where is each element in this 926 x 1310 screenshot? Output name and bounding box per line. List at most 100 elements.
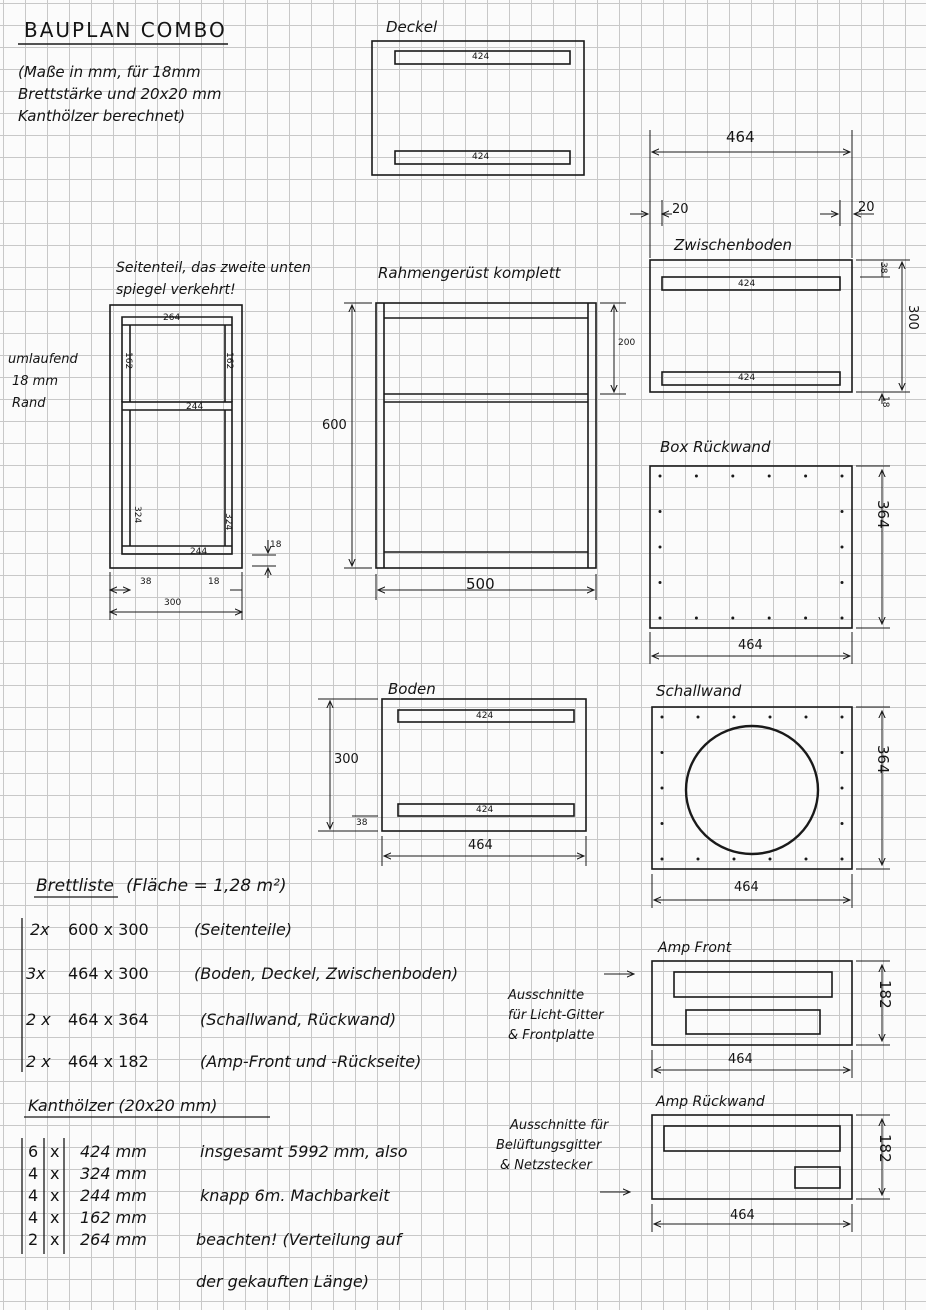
header-note-line-2: Brettstärke und 20x20 mm bbox=[18, 85, 222, 103]
screw-hole bbox=[804, 715, 808, 719]
kanthoelzer-qty-4: 4 bbox=[28, 1208, 39, 1227]
zwischenboden-width-dim: 464 bbox=[726, 128, 755, 146]
brettliste-desc-4: (Amp-Front und -Rückseite) bbox=[200, 1052, 422, 1071]
screw-hole bbox=[694, 474, 698, 478]
rahmen-frame bbox=[375, 302, 597, 569]
kanthoelzer-note-4: der gekauften Länge) bbox=[196, 1272, 369, 1291]
screw-hole bbox=[731, 474, 735, 478]
kanthoelzer-note-3: beachten! (Verteilung auf bbox=[196, 1230, 402, 1249]
kanthoelzer-title: Kanthölzer (20x20 mm) bbox=[28, 1096, 218, 1115]
rahmen-height-dim: 600 bbox=[322, 418, 347, 433]
zwischenboden-dim-18: 18 bbox=[880, 396, 890, 408]
box-rueckwand-label: Box Rückwand bbox=[660, 438, 771, 456]
seitenteil-mid-dim: 244 bbox=[186, 402, 204, 412]
screw-hole bbox=[840, 822, 844, 825]
screw-hole bbox=[660, 751, 664, 754]
zwischenboden-height-dim: 300 bbox=[905, 305, 920, 330]
screw-hole bbox=[840, 581, 844, 584]
seitenteil-note-3: Rand bbox=[12, 396, 46, 411]
deckel-label: Deckel bbox=[386, 18, 438, 36]
screw-hole bbox=[658, 581, 662, 584]
screw-hole bbox=[840, 786, 844, 790]
schallwand-screw-holes bbox=[660, 715, 844, 861]
amp-rueckwand-note-3: & Netzstecker bbox=[500, 1158, 592, 1173]
seitenteil-panel bbox=[109, 304, 243, 569]
screw-hole bbox=[658, 545, 662, 549]
amp-rueckwand-panel bbox=[651, 1114, 853, 1200]
boden-label: Boden bbox=[388, 680, 436, 698]
brettliste-qty-4: 2 x bbox=[26, 1052, 51, 1071]
seitenteil-dimensions bbox=[110, 540, 276, 620]
amp-rueckwand-width-dim: 464 bbox=[730, 1208, 755, 1223]
brettliste-dims-2: 464 x 300 bbox=[68, 964, 149, 983]
screw-hole bbox=[804, 616, 808, 620]
boden-width-dim: 464 bbox=[468, 838, 493, 853]
rahmen-width-dim: 500 bbox=[466, 575, 495, 593]
amp-front-note-3: & Frontplatte bbox=[508, 1028, 595, 1043]
screw-hole bbox=[658, 510, 662, 513]
brettliste-desc-2: (Boden, Deckel, Zwischenboden) bbox=[194, 964, 459, 983]
zwischenboden-rail-bottom-dim: 424 bbox=[738, 373, 756, 383]
screw-hole bbox=[732, 857, 736, 861]
seitenteil-low-left-dim: 324 bbox=[132, 506, 142, 524]
screw-hole bbox=[840, 474, 844, 478]
amp-front-height-dim: 182 bbox=[876, 980, 894, 1009]
kanthoelzer-x-3: x bbox=[50, 1186, 60, 1205]
screw-hole bbox=[732, 715, 736, 719]
zwischenboden-rail-top-dim: 424 bbox=[738, 279, 756, 289]
brettliste-desc-1: (Seitenteile) bbox=[194, 920, 293, 939]
box-rueckwand-dimensions bbox=[649, 465, 890, 664]
schallwand-panel bbox=[651, 706, 853, 870]
seitenteil-label-2: spiegel verkehrt! bbox=[116, 282, 236, 298]
screw-hole bbox=[804, 857, 808, 861]
screw-hole bbox=[660, 822, 664, 825]
brettliste-area: (Fläche = 1,28 m²) bbox=[126, 876, 287, 896]
rahmen-dimensions bbox=[344, 302, 626, 600]
amp-rueckwand-note-2: Belüftungsgitter bbox=[496, 1138, 602, 1153]
speaker-cutout bbox=[684, 724, 820, 856]
kanthoelzer-qty-3: 4 bbox=[28, 1186, 39, 1205]
brettliste-qty-1: 2x bbox=[30, 920, 50, 939]
kanthoelzer-len-5: 264 mm bbox=[80, 1230, 147, 1249]
deckel-rail-bottom-dim: 424 bbox=[472, 152, 490, 162]
seitenteil-dim-38: 38 bbox=[140, 577, 152, 587]
seitenteil-right-dim: 162 bbox=[224, 352, 234, 370]
amp-front-label: Amp Front bbox=[658, 940, 732, 956]
seitenteil-width-dim: 300 bbox=[164, 598, 182, 608]
seitenteil-bottom-dim: 244 bbox=[190, 547, 208, 557]
box-rueckwand-screw-holes bbox=[658, 474, 844, 620]
seitenteil-top-dim: 264 bbox=[163, 313, 181, 323]
kanthoelzer-note-1: insgesamt 5992 mm, also bbox=[200, 1142, 408, 1161]
seitenteil-note-2: 18 mm bbox=[12, 374, 59, 389]
screw-hole bbox=[840, 510, 844, 513]
zwischenboden-panel bbox=[649, 259, 853, 393]
amp-front-width-dim: 464 bbox=[728, 1052, 753, 1067]
zwischenboden-side-right-dim: 20 bbox=[858, 200, 875, 215]
kanthoelzer-x-4: x bbox=[50, 1208, 60, 1227]
brettliste-qty-2: 3x bbox=[26, 964, 46, 983]
deckel-rail-top-dim: 424 bbox=[472, 52, 490, 62]
zwischenboden-dimensions bbox=[630, 130, 910, 404]
brettliste-desc-3: (Schallwand, Rückwand) bbox=[200, 1010, 397, 1029]
amp-front-dimensions bbox=[604, 960, 890, 1078]
rahmen-upper-dim: 200 bbox=[618, 338, 636, 348]
amp-rueckwand-note-1: Ausschnitte für bbox=[510, 1118, 609, 1133]
box-rueckwand-height-dim: 364 bbox=[874, 500, 892, 529]
schallwand-height-dim: 364 bbox=[874, 745, 892, 774]
screw-hole bbox=[840, 616, 844, 620]
kanthoelzer-len-4: 162 mm bbox=[80, 1208, 147, 1227]
amp-front-note-1: Ausschnitte bbox=[508, 988, 585, 1003]
brettliste-dims-1: 600 x 300 bbox=[68, 920, 149, 939]
amp-front-panel bbox=[651, 960, 853, 1046]
screw-hole bbox=[696, 857, 700, 861]
boden-height-dim: 300 bbox=[334, 752, 359, 767]
schallwand-dimensions bbox=[651, 706, 890, 908]
deckel-panel bbox=[371, 40, 585, 176]
screw-hole bbox=[768, 857, 772, 861]
brettliste-title: Brettliste bbox=[36, 876, 114, 896]
screw-hole bbox=[660, 857, 664, 861]
boden-panel bbox=[381, 698, 587, 832]
kanthoelzer-note-2: knapp 6m. Machbarkeit bbox=[200, 1186, 390, 1205]
screw-hole bbox=[660, 786, 664, 790]
boden-dim-38: 38 bbox=[356, 818, 368, 828]
